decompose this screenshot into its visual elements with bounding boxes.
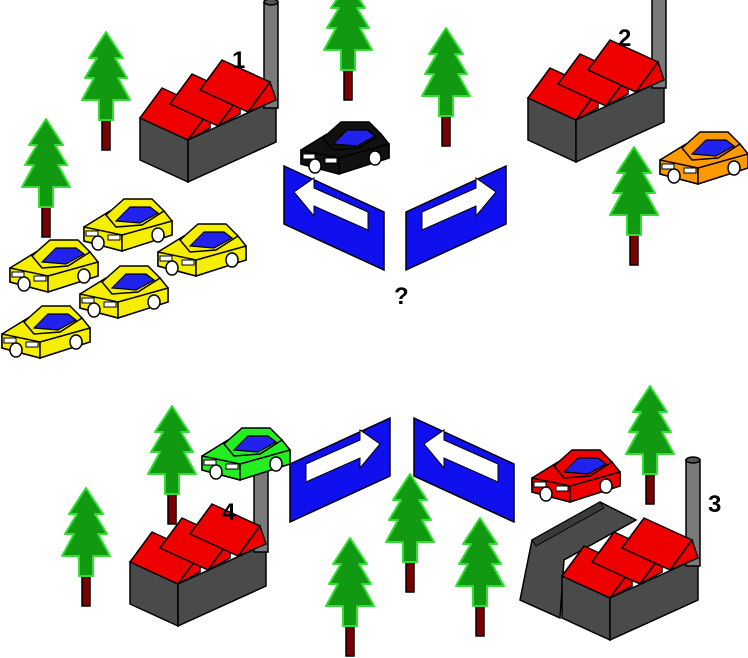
car-icon <box>531 449 621 503</box>
tree-icon <box>385 473 435 593</box>
tree-icon <box>625 385 675 505</box>
arrow-sign-icon <box>289 417 391 523</box>
tree-icon <box>21 118 71 238</box>
tree-icon <box>455 517 505 637</box>
question-mark: ? <box>394 283 409 310</box>
factory-label-4: 4 <box>222 499 236 526</box>
tree-icon <box>421 27 471 147</box>
car-icon <box>1 305 91 359</box>
car-icon <box>9 239 99 293</box>
tree-icon <box>609 146 659 266</box>
factory-icon <box>527 0 667 163</box>
car-icon <box>659 131 748 185</box>
factory-icon <box>519 456 701 641</box>
factory-label-3: 3 <box>708 491 721 518</box>
car-icon <box>201 427 291 481</box>
top-scene: 1 2 ? <box>1 0 748 359</box>
bottom-scene: 3 4 <box>61 385 721 657</box>
tree-icon <box>61 487 111 607</box>
arrow-sign-icon <box>405 165 507 271</box>
car-icon <box>83 198 173 252</box>
arrow-sign-icon <box>283 165 385 271</box>
factory-icon <box>139 0 279 183</box>
tree-icon <box>323 0 373 101</box>
arrow-sign-icon <box>413 417 515 523</box>
car-icon <box>300 121 390 175</box>
factory-label-2: 2 <box>618 25 631 52</box>
tree-icon <box>147 405 197 525</box>
tree-icon <box>325 537 375 657</box>
factory-label-1: 1 <box>232 47 245 74</box>
tree-icon <box>81 31 131 151</box>
